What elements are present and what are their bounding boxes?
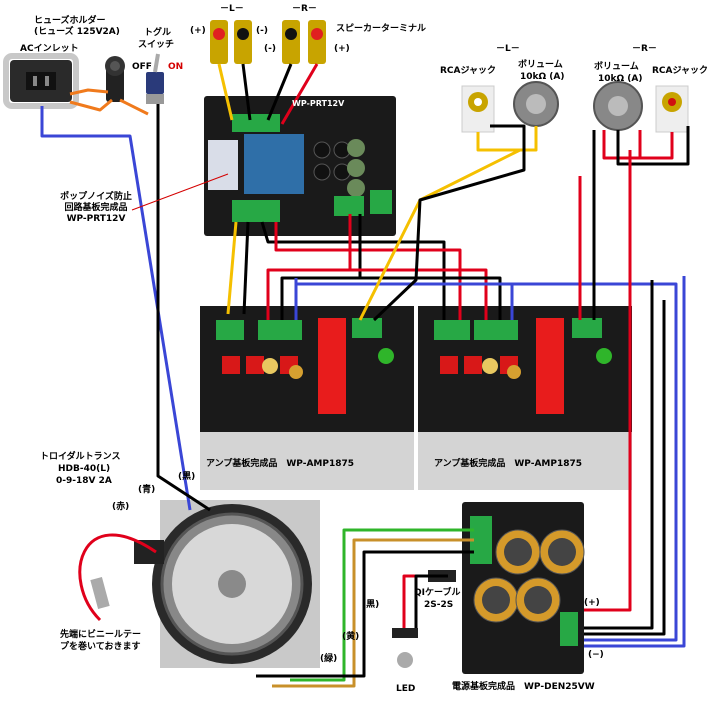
label-green-wire: (緑) <box>320 654 338 664</box>
amp-board-r <box>418 306 632 490</box>
label-rca-jack-r: RCAジャック <box>652 66 709 76</box>
label-vinyl-tape-2: プを巻いておきます <box>60 642 141 652</box>
label-rca-jack-l: RCAジャック <box>440 66 497 76</box>
label-psu-minus: (−) <box>588 650 604 660</box>
speaker-terminals <box>210 20 326 64</box>
label-qi-cable-1: QIケーブル <box>414 588 461 598</box>
label-on: ON <box>168 62 184 72</box>
label-volume-r: ボリューム <box>594 62 639 72</box>
label-psu-board: 電源基板完成品 WP-DEN25VW <box>452 682 595 692</box>
label-yellow-wire: (黄) <box>342 632 360 642</box>
label-r-mid: －R－ <box>632 44 657 54</box>
label-volume-r-value: 10kΩ (A) <box>598 74 643 84</box>
label-volume-l-value: 10kΩ (A) <box>520 72 565 82</box>
label-speaker-r: －R－ <box>292 4 317 14</box>
prt-board <box>204 96 396 236</box>
wires <box>40 63 690 688</box>
label-pop-noise-3: WP-PRT12V <box>66 214 126 224</box>
label-black-wire: (黒) <box>178 472 196 482</box>
label-pop-noise-1: ポップノイズ防止 <box>60 192 132 202</box>
label-blue-wire: (青) <box>138 485 156 495</box>
toggle-switch <box>146 53 164 104</box>
psu-board <box>462 502 585 674</box>
fuse-holder <box>105 56 125 102</box>
label-speaker-l: －L－ <box>220 4 244 14</box>
label-red-wire: (赤) <box>112 502 130 512</box>
label-psu-plus: (+) <box>584 598 600 608</box>
led <box>392 628 418 668</box>
label-toroidal-2: HDB-40(L) <box>58 464 111 474</box>
label-vinyl-tape-1: 先端にビニールテー <box>60 630 142 640</box>
label-plus-2: (+) <box>334 44 350 54</box>
rca-jack-r <box>655 85 689 133</box>
label-ac-inlet: ACインレット <box>20 44 79 54</box>
label-qi-cable-2: 2S-2S <box>424 600 454 610</box>
amp-board-l <box>200 306 414 490</box>
label-plus-1: (+) <box>190 26 206 36</box>
label-minus-2: (-) <box>264 44 276 54</box>
label-toggle-switch-1: トグル <box>144 28 172 38</box>
rca-jack-l <box>461 85 495 133</box>
label-prt-board-name: WP-PRT12V <box>292 99 345 108</box>
red-lead-with-tape <box>78 533 157 622</box>
label-toggle-switch-2: スイッチ <box>138 40 175 50</box>
label-amp-l: アンプ基板完成品 WP-AMP1875 <box>206 459 355 469</box>
label-speaker-terminal: スピーカーターミナル <box>336 24 427 34</box>
label-amp-r: アンプ基板完成品 WP-AMP1875 <box>434 459 583 469</box>
label-fuse-holder: ヒューズホルダー <box>34 16 106 26</box>
ac-inlet <box>3 53 79 109</box>
label-toroidal-1: トロイダルトランス <box>40 452 121 462</box>
label-l-mid: －L－ <box>496 44 520 54</box>
label-black-wire-2: (黒) <box>362 600 380 610</box>
label-volume-l: ボリューム <box>518 60 563 70</box>
label-minus-1: (-) <box>256 26 268 36</box>
label-toroidal-3: 0-9-18V 2A <box>56 476 112 486</box>
label-led: LED <box>396 684 416 694</box>
volume-r <box>593 81 643 131</box>
toroidal-transformer <box>134 500 320 668</box>
label-off: OFF <box>132 62 152 72</box>
label-pop-noise-2: 回路基板完成品 <box>64 203 128 213</box>
label-fuse-rating: (ヒューズ 125V2A) <box>34 27 120 37</box>
volume-l <box>513 81 559 127</box>
